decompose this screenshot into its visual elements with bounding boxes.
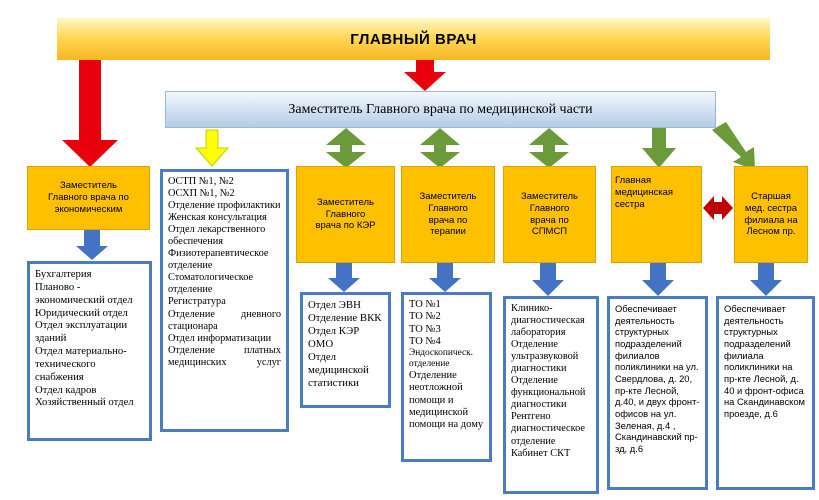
list-item: ТО №3 xyxy=(409,323,441,335)
unit-header-therapy-label: Заместитель Главного врача по терапии xyxy=(419,190,477,238)
unit-header-therapy: Заместитель Главного врача по терапии xyxy=(401,166,495,263)
list-item: Отделение ультразвуковой диагностики xyxy=(511,339,579,375)
red-arrow-down-left xyxy=(62,60,118,167)
list-item: Физиотерапевтическое отделение xyxy=(168,248,269,272)
blue-arrow-down-7 xyxy=(750,262,782,296)
blue-arrow-down-3 xyxy=(328,262,360,292)
list-item: Кабинет СКТ xyxy=(511,447,571,459)
unit-list-outpatient: ОСТП №1, №2 ОСХП №1, №2 Отделение профил… xyxy=(160,169,289,432)
green-double-arrow-ker xyxy=(326,128,366,168)
unit-list-ker: Отдел ЭВН Отделение ВКК Отдел КЭР ОМО От… xyxy=(300,292,391,408)
unit-header-senior-nurse: Старшая мед. сестра филиала на Лесном пр… xyxy=(734,166,808,263)
blue-arrow-down-5 xyxy=(532,262,564,296)
list-item: Отдел кадров xyxy=(35,383,97,396)
yellow-arrow-down xyxy=(194,129,230,167)
unit-header-economics: Заместитель Главного врача по экономичес… xyxy=(27,166,150,230)
blue-arrow-down-6 xyxy=(642,262,674,296)
green-arrow-diagonal xyxy=(712,122,755,170)
list-item: Женская консультация xyxy=(168,212,267,224)
medical-deputy-bar: Заместитель Главного врача по медицинско… xyxy=(165,91,716,128)
unit-list-head-nurse: Обеспечивает деятельность структурных по… xyxy=(607,296,708,490)
list-item: Отдел эксплуатации зданий xyxy=(35,319,128,345)
unit-header-spmsp: Заместитель Главного врача по СПМСП xyxy=(503,166,596,263)
chief-doctor-label: ГЛАВНЫЙ ВРАЧ xyxy=(350,30,477,48)
red-arrow-down-center xyxy=(404,60,446,91)
list-item: Рентгено диагностическое отделение xyxy=(511,411,585,447)
list-item: Стоматологическое отделение xyxy=(168,272,254,296)
list-item: Отдел информатизации xyxy=(168,332,272,344)
unit-header-ker: Заместитель Главного врача по КЭР xyxy=(296,166,395,263)
list-item: Отдел ЭВН xyxy=(308,299,361,311)
green-double-arrow-therapy xyxy=(420,128,460,168)
list-item: Отделение неотложной помощи и медицинско… xyxy=(409,370,484,431)
list-item: Эндоскопическ. отделение xyxy=(409,348,474,370)
red-double-arrow-horizontal xyxy=(703,196,733,220)
list-item: Регистратура xyxy=(168,296,226,308)
chief-doctor-title: ГЛАВНЫЙ ВРАЧ xyxy=(57,18,770,60)
green-double-arrow-spmsp xyxy=(529,128,569,168)
list-item: Юридический отдел xyxy=(35,306,128,319)
list-item: Обеспечивает деятельность структурных по… xyxy=(615,303,700,454)
list-item: Отдел медицинской статистики xyxy=(308,350,369,389)
list-item: Отдел лекарственного обеспечения xyxy=(168,224,266,248)
list-item: Обеспечивает деятельность структурных по… xyxy=(724,303,805,419)
unit-header-senior-nurse-label: Старшая мед. сестра филиала на Лесном пр… xyxy=(744,190,798,238)
unit-header-head-nurse: Главная медицинская сестра xyxy=(611,166,702,263)
unit-list-economics: Бухгалтерия Планово - экономический отде… xyxy=(27,261,152,441)
medical-deputy-label: Заместитель Главного врача по медицинско… xyxy=(288,101,593,117)
list-item: Отдел материально-технического снабжения xyxy=(35,345,127,383)
blue-arrow-down-4 xyxy=(429,262,461,292)
list-item: Отделение дневного стационара xyxy=(168,308,281,332)
list-item: Хозяйственный отдел xyxy=(35,396,134,409)
unit-list-spmsp: Клинико-диагностическая лаборатория Отде… xyxy=(503,296,599,494)
list-item: ОМО xyxy=(308,337,334,350)
unit-header-spmsp-label: Заместитель Главного врача по СПМСП xyxy=(521,190,578,238)
list-item: Отделение платных медицинских услуг xyxy=(168,344,281,368)
unit-list-therapy: ТО №1 ТО №2 ТО №3 ТО №4 Эндоскопическ. о… xyxy=(401,292,492,462)
list-item: ОСХП №1, №2 xyxy=(168,188,235,200)
list-item: Бухгалтерия xyxy=(35,268,92,280)
blue-arrow-down-1 xyxy=(76,230,108,260)
list-item: ТО №1 xyxy=(409,299,441,310)
list-item: Клинико-диагностическая лаборатория xyxy=(511,303,585,339)
list-item: ОСТП №1, №2 xyxy=(168,176,234,187)
list-item: Отдел КЭР xyxy=(308,324,360,337)
list-item: Отделение функциональной диагностики xyxy=(511,375,586,411)
green-arrow-down-nurse xyxy=(642,128,676,168)
unit-list-senior-nurse: Обеспечивает деятельность структурных по… xyxy=(716,296,815,490)
list-item: ТО №2 xyxy=(409,311,441,323)
unit-header-head-nurse-label: Главная медицинская сестра xyxy=(615,175,673,210)
unit-header-economics-label: Заместитель Главного врача по экономичес… xyxy=(48,180,129,215)
list-item: Отделение профилактики xyxy=(168,200,281,212)
unit-header-ker-label: Заместитель Главного врача по КЭР xyxy=(315,196,376,232)
list-item: Планово - экономический отдел xyxy=(35,280,133,306)
list-item: ТО №4 xyxy=(409,335,441,347)
list-item: Отделение ВКК xyxy=(308,311,382,324)
